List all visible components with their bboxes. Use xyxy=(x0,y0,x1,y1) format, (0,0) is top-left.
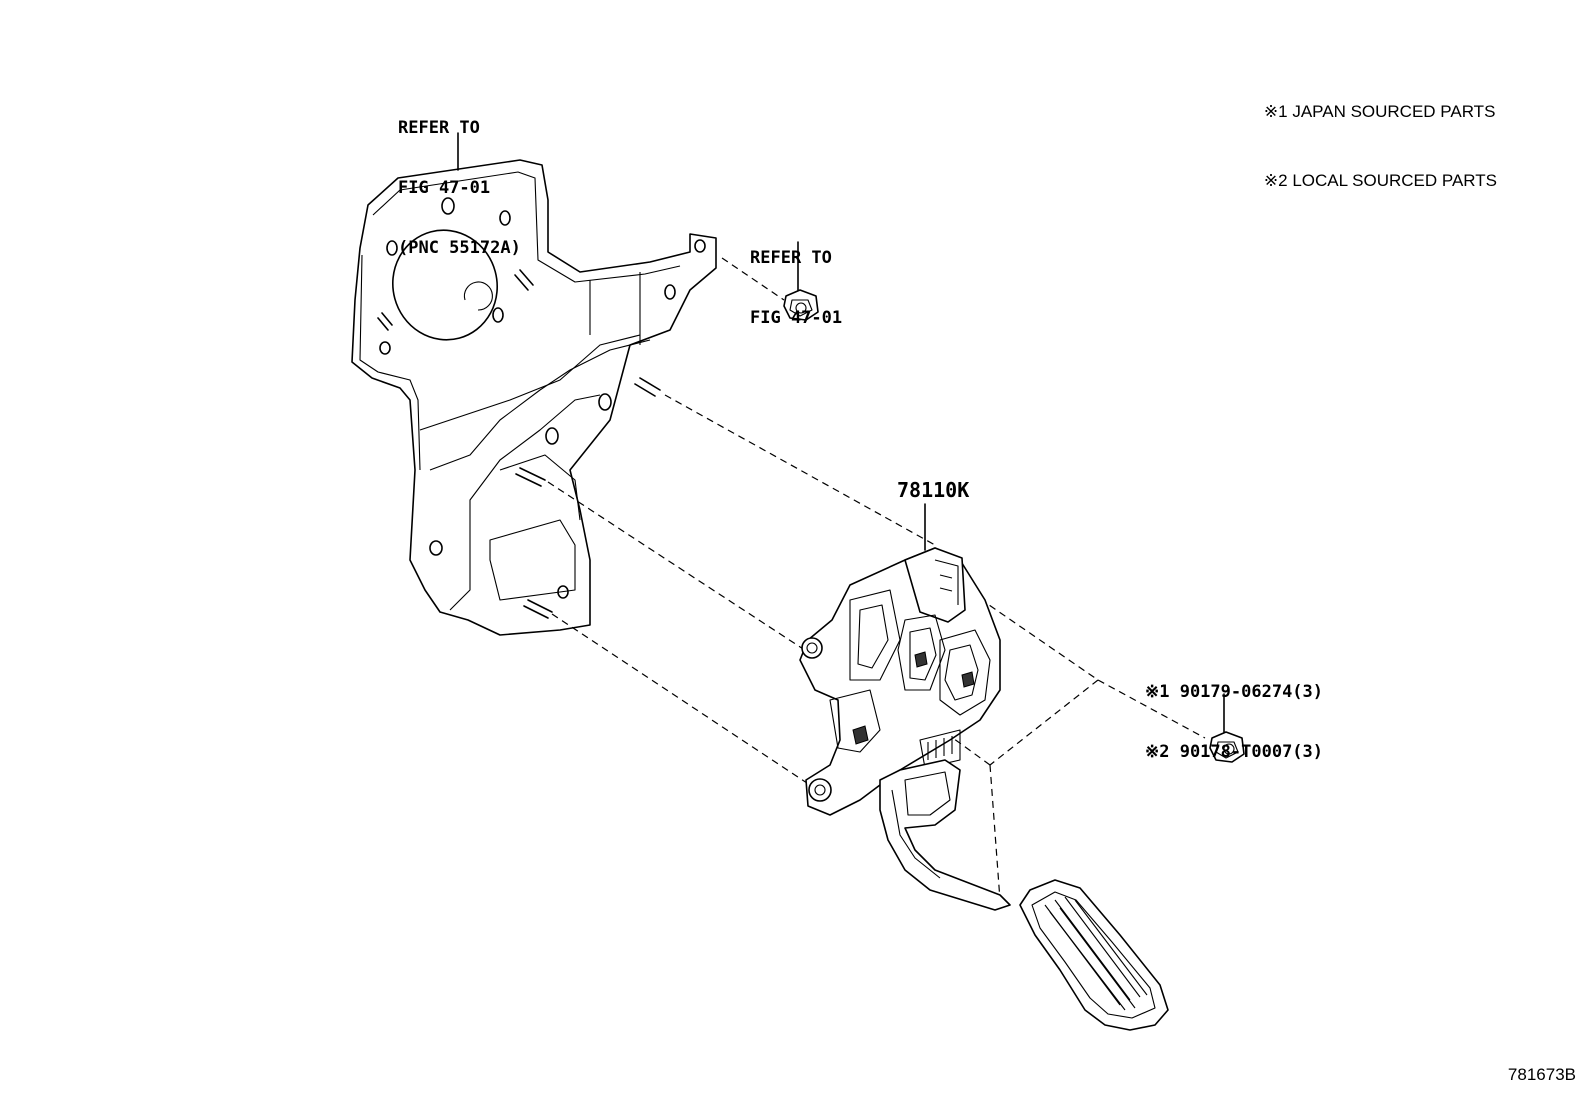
illustration-code: 781673B xyxy=(1507,1065,1576,1084)
nut-dashed-line xyxy=(721,257,785,301)
bracket-ref-line1: REFER TO xyxy=(398,118,480,138)
nut-ref-line2: FIG 47-01 xyxy=(750,308,843,328)
bolt-part-line1: ※1 90179-06274(3) xyxy=(1145,682,1324,702)
legend-local-sourced: ※2 LOCAL SOURCED PARTS xyxy=(1263,171,1497,190)
accelerator-pedal-drawing xyxy=(799,503,1169,1031)
nut-ref-line1: REFER TO xyxy=(750,248,832,268)
flange-nut-drawing xyxy=(783,241,819,321)
bracket-ref-line3: (PNC 55172A) xyxy=(398,238,521,258)
assembly-dashed-lines xyxy=(547,394,1206,901)
bolt-part-numbers: ※1 90179-06274(3) ※2 90178-T0007(3) xyxy=(1145,642,1323,802)
pedal-bracket-drawing xyxy=(351,159,717,636)
legend-japan-sourced: ※1 JAPAN SOURCED PARTS xyxy=(1263,102,1496,121)
bracket-reference-label: REFER TO FIG 47-01 (PNC 55172A) xyxy=(398,78,521,298)
bolt-part-line2: ※2 90178-T0007(3) xyxy=(1145,742,1324,762)
bracket-ref-line2: FIG 47-01 xyxy=(398,178,491,198)
pedal-part-number: 78110K xyxy=(897,478,970,502)
flange-bolt-drawing xyxy=(1209,693,1245,763)
nut-reference-label: REFER TO FIG 47-01 xyxy=(750,208,842,368)
sourcing-legend: ※1 JAPAN SOURCED PARTS ※2 LOCAL SOURCED … xyxy=(1264,54,1497,238)
